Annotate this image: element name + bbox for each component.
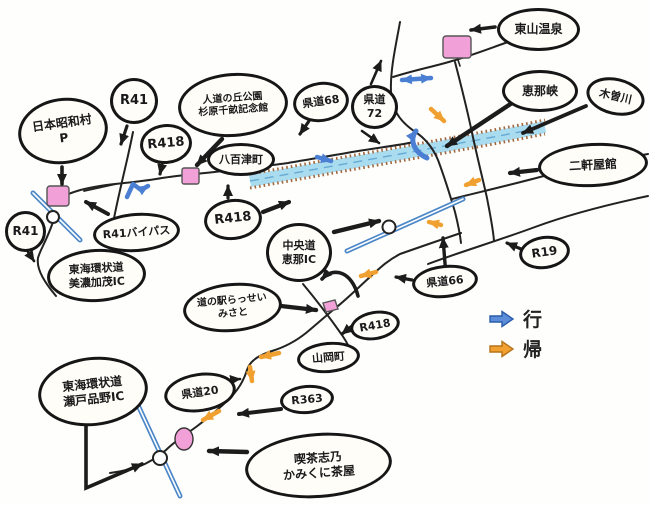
going-arrow-icon: [399, 73, 434, 85]
sugihara-memorial-marker: [181, 167, 200, 185]
return-route-arrows: [200, 106, 482, 423]
return-arrow-icon: [463, 176, 482, 188]
road-bridge-east: [454, 61, 495, 242]
kiso-river: [248, 118, 547, 190]
going-arrow-icon: [124, 181, 151, 200]
ena-ic-circle: [381, 219, 397, 235]
higashiyama-onsen-building-marker: [442, 35, 472, 59]
return-arrow-icon: [245, 364, 256, 384]
going-route-arrows: [124, 73, 434, 200]
landmarks: [46, 35, 472, 451]
return-arrow-icon: [358, 268, 379, 279]
michinoeki-marker: [322, 299, 339, 313]
legend-going: 行: [489, 305, 542, 332]
expressways: [30, 190, 466, 499]
return-arrow-icon: [428, 106, 447, 124]
going-arrow-icon: [405, 128, 430, 161]
label-bubble-r41-west: R41: [5, 211, 46, 252]
legend-return: 帰: [489, 335, 542, 362]
label-bubble-ena-ic: 中央道 恵那IC: [266, 223, 332, 282]
interchange-circles: [46, 210, 397, 466]
label-bubble-enakyo: 恵那峡: [502, 70, 578, 112]
label-bubble-higashiyama-onsen: 東山温泉: [497, 8, 580, 51]
label-bubble-yaotsu-cho: 八百津町: [207, 143, 275, 176]
return-arrow-icon: [426, 219, 444, 230]
return-arrow-icon: [258, 349, 282, 360]
road-r41-south: [36, 221, 57, 297]
going-arrow-icon: [489, 309, 515, 328]
going-arrow-icon: [314, 153, 334, 164]
return-arrow-icon: [489, 339, 515, 358]
label-bubble-r41-north: R41: [110, 78, 158, 124]
minokamo-ic-circle: [46, 210, 60, 224]
road-r41-bypass-mark: [83, 183, 117, 192]
kissa-shino-marker: [174, 427, 194, 451]
label-bubble-kendo-72: 県道 72: [351, 85, 398, 129]
showa-mura-parking-marker: [46, 185, 70, 207]
road-r19: [427, 195, 649, 265]
return-arrow-icon: [200, 408, 222, 423]
legend-return-label: 帰: [523, 339, 543, 361]
road-bridge-west: [413, 130, 462, 244]
seto-shinano-ic-circle: [152, 450, 168, 466]
legend-going-label: 行: [523, 309, 543, 331]
